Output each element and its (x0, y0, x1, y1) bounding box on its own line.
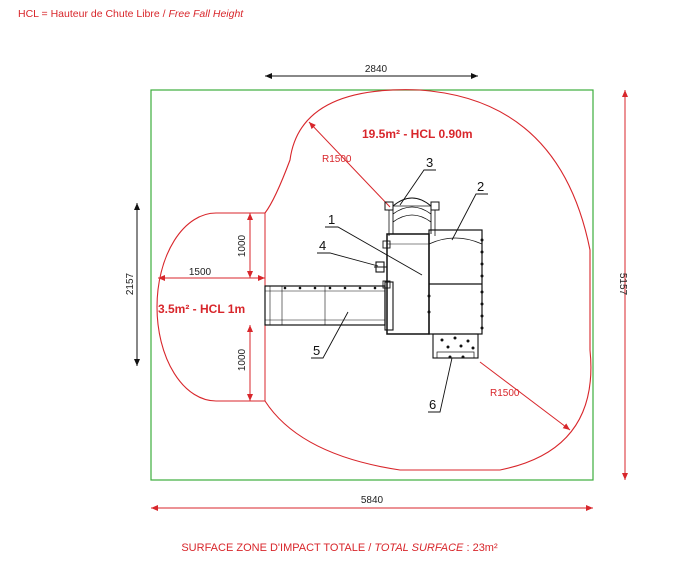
legend-translation: Free Fall Height (168, 8, 244, 20)
lower-radius-label: R1500 (490, 388, 520, 399)
total-surface-separator: / (365, 542, 375, 554)
play-structure (264, 197, 484, 359)
callout-number-3: 3 (426, 155, 433, 170)
upper-1000-label: 1000 (237, 234, 248, 257)
callout-number-1: 1 (328, 212, 335, 227)
total-surface-value: : 23m² (463, 542, 498, 554)
lower-1000-label: 1000 (237, 348, 248, 371)
callout-leader-6 (428, 357, 453, 413)
upper-radius-label: R1500 (322, 154, 352, 165)
callout-leader-1 (325, 226, 423, 276)
side-panel-element (374, 261, 387, 273)
callout-leader-4 (317, 252, 379, 267)
lower-radius-leader (479, 361, 571, 431)
callout-leaders (311, 169, 488, 413)
callout-number-6: 6 (429, 397, 436, 412)
right-height-label: 5157 (617, 273, 628, 296)
legend-header: HCL = Hauteur de Chute Libre / Free Fall… (18, 8, 243, 20)
total-surface-caption: SURFACE ZONE D'IMPACT TOTALE / TOTAL SUR… (0, 542, 679, 554)
total-surface-label: SURFACE ZONE D'IMPACT TOTALE (181, 542, 366, 554)
tower-element (427, 229, 484, 335)
upper-radius-leader (308, 121, 391, 208)
total-width-label: 5840 (361, 495, 384, 506)
callout-number-5: 5 (313, 343, 320, 358)
large-zone-label: 19.5m² - HCL 0.90m (362, 127, 473, 141)
top-width-label: 2840 (365, 64, 388, 75)
small-zone-label: 3.5m² - HCL 1m (158, 302, 245, 316)
callout-leader-5 (311, 311, 349, 359)
legend-definition: HCL = Hauteur de Chute Libre (18, 8, 160, 20)
callout-number-2: 2 (477, 179, 484, 194)
callout-leader-3 (399, 169, 436, 206)
climbing-wall-element (432, 333, 479, 359)
impact-zone-outline (156, 89, 592, 471)
left-height-label: 2157 (125, 272, 136, 295)
arch-bridge-element (384, 197, 440, 236)
green-boundary (150, 89, 594, 481)
callout-leader-2 (451, 193, 488, 241)
callout-number-4: 4 (319, 238, 326, 253)
main-deck-element (382, 233, 430, 335)
legend-separator: / (159, 8, 169, 20)
slide-element (264, 285, 386, 326)
left-radius-label: 1500 (189, 267, 212, 278)
total-surface-translation: TOTAL SURFACE (374, 542, 464, 554)
